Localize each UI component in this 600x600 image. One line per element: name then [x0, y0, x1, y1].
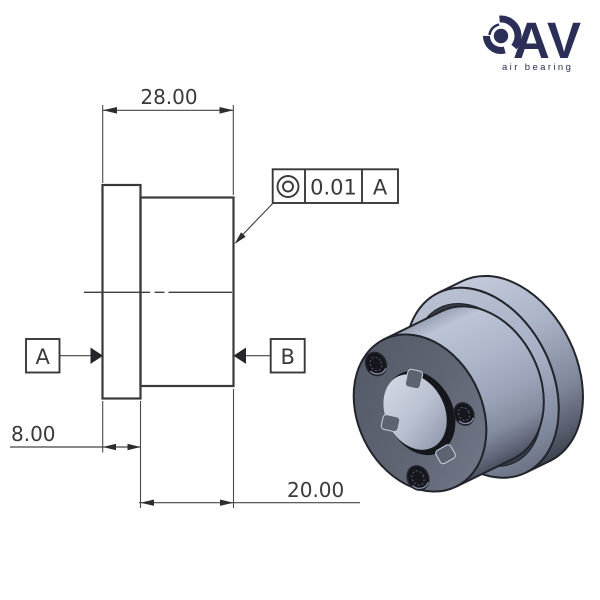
bore-tab: [380, 414, 401, 433]
dim-arrow-left: [103, 443, 116, 451]
bore-tab: [435, 444, 456, 465]
logo-brand-text: AV: [513, 12, 582, 69]
bolt-hole: [364, 351, 388, 377]
datum-a-triangle: [90, 347, 103, 364]
datum-b-label: B: [280, 345, 294, 369]
dim-arrow-right: [219, 107, 234, 114]
bolt-hole: [406, 465, 430, 491]
datum-a: A: [25, 338, 103, 374]
datum-a-label: A: [36, 345, 51, 369]
dim-arrow-left: [103, 107, 117, 114]
dim-flange-label: 8.00: [11, 422, 56, 446]
logo-tagline: air bearing: [502, 62, 573, 73]
dim-arrow-left: [140, 499, 154, 506]
dim-overall-label: 28.00: [140, 85, 197, 109]
dimension-body: 20.00: [139, 389, 360, 508]
bore-wall: [383, 374, 447, 450]
leader-arrow: [234, 232, 246, 244]
fcf-datum-ref: A: [373, 176, 388, 200]
fcf-tolerance: 0.01: [310, 176, 357, 200]
datum-b: B: [233, 338, 306, 374]
part-outline: [84, 183, 235, 400]
dim-body-label: 20.00: [287, 478, 344, 502]
bore-tabs: [380, 368, 456, 465]
swirl-center-dot: [493, 28, 509, 44]
datum-a-box: [25, 338, 61, 374]
dimension-flange: 8.00: [10, 401, 142, 508]
dim-arrow-right: [127, 443, 141, 451]
bolt-holes: [364, 351, 475, 491]
fcf-border: [271, 168, 399, 204]
feature-control-frame: 0.01 A: [234, 168, 399, 244]
logo: AV air bearing: [480, 12, 582, 73]
datum-b-triangle: [233, 347, 246, 364]
orthographic-view: 28.00 8.00 20.00 A: [10, 85, 399, 508]
bore-tab: [404, 368, 424, 390]
bolt-hole: [453, 402, 475, 426]
swirl-arc-thin: [488, 23, 514, 49]
swirl-arc-lower: [483, 18, 519, 54]
isometric-view: [352, 274, 584, 493]
datum-b-box: [269, 338, 306, 374]
dim-arrow-right: [220, 499, 234, 506]
dimension-overall: 28.00: [102, 85, 234, 195]
concentricity-icon: [276, 175, 300, 198]
